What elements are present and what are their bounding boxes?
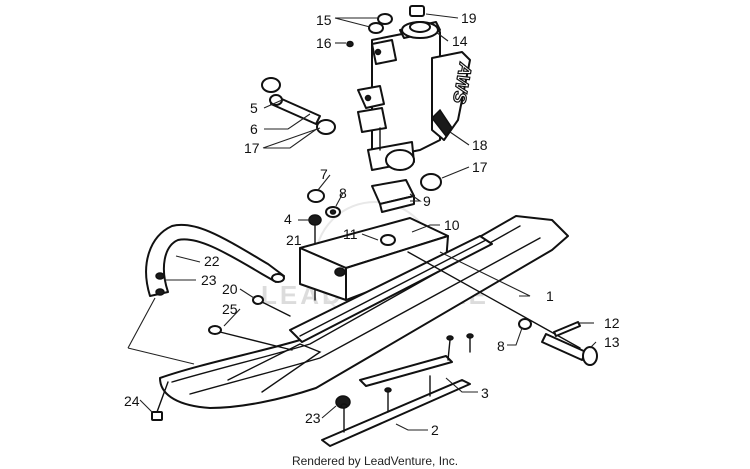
left-bushings [261,77,336,135]
aws-decal: AWS [431,51,477,141]
callout-25: 25 [222,301,238,317]
callout-23-upper: 23 [201,272,217,288]
front-bolts [151,295,293,421]
callout-labels: 1 2 3 4 5 6 7 8 8 9 10 11 12 13 14 15 16… [124,10,620,438]
callout-9: 9 [423,193,431,209]
callout-1: 1 [546,288,554,304]
callout-20: 20 [222,281,238,297]
callout-6: 6 [250,121,258,137]
spindle-column [357,21,441,171]
callout-22: 22 [204,253,220,269]
callout-15: 15 [316,12,332,28]
footer-credit: Rendered by LeadVenture, Inc. [292,454,458,468]
callout-8-lower: 8 [497,338,505,354]
right-bushing [420,173,442,191]
mid-hardware [307,179,415,218]
callout-8-upper: 8 [339,185,347,201]
callout-12: 12 [604,315,620,331]
ski-loop [145,223,285,297]
callout-19: 19 [461,10,477,26]
callout-3: 3 [481,385,489,401]
callout-7: 7 [320,166,328,182]
wear-bars [321,333,474,447]
callout-16: 16 [316,35,332,51]
callout-21: 21 [286,232,302,248]
leader-lines [127,13,597,431]
through-bolt [407,251,598,366]
ski-body [159,215,569,409]
ski-saddle [299,217,449,301]
callout-17-left: 17 [244,140,260,156]
callout-13: 13 [604,334,620,350]
callout-24: 24 [124,393,140,409]
top-hardware [346,5,425,48]
callout-11: 11 [343,226,358,242]
callout-23-lower: 23 [305,410,321,426]
callout-5: 5 [250,100,258,116]
callout-10: 10 [444,217,460,233]
callout-17-right: 17 [472,159,488,175]
callout-18: 18 [472,137,488,153]
callout-2: 2 [431,422,439,438]
callout-14: 14 [452,33,468,49]
callout-4: 4 [284,211,292,227]
